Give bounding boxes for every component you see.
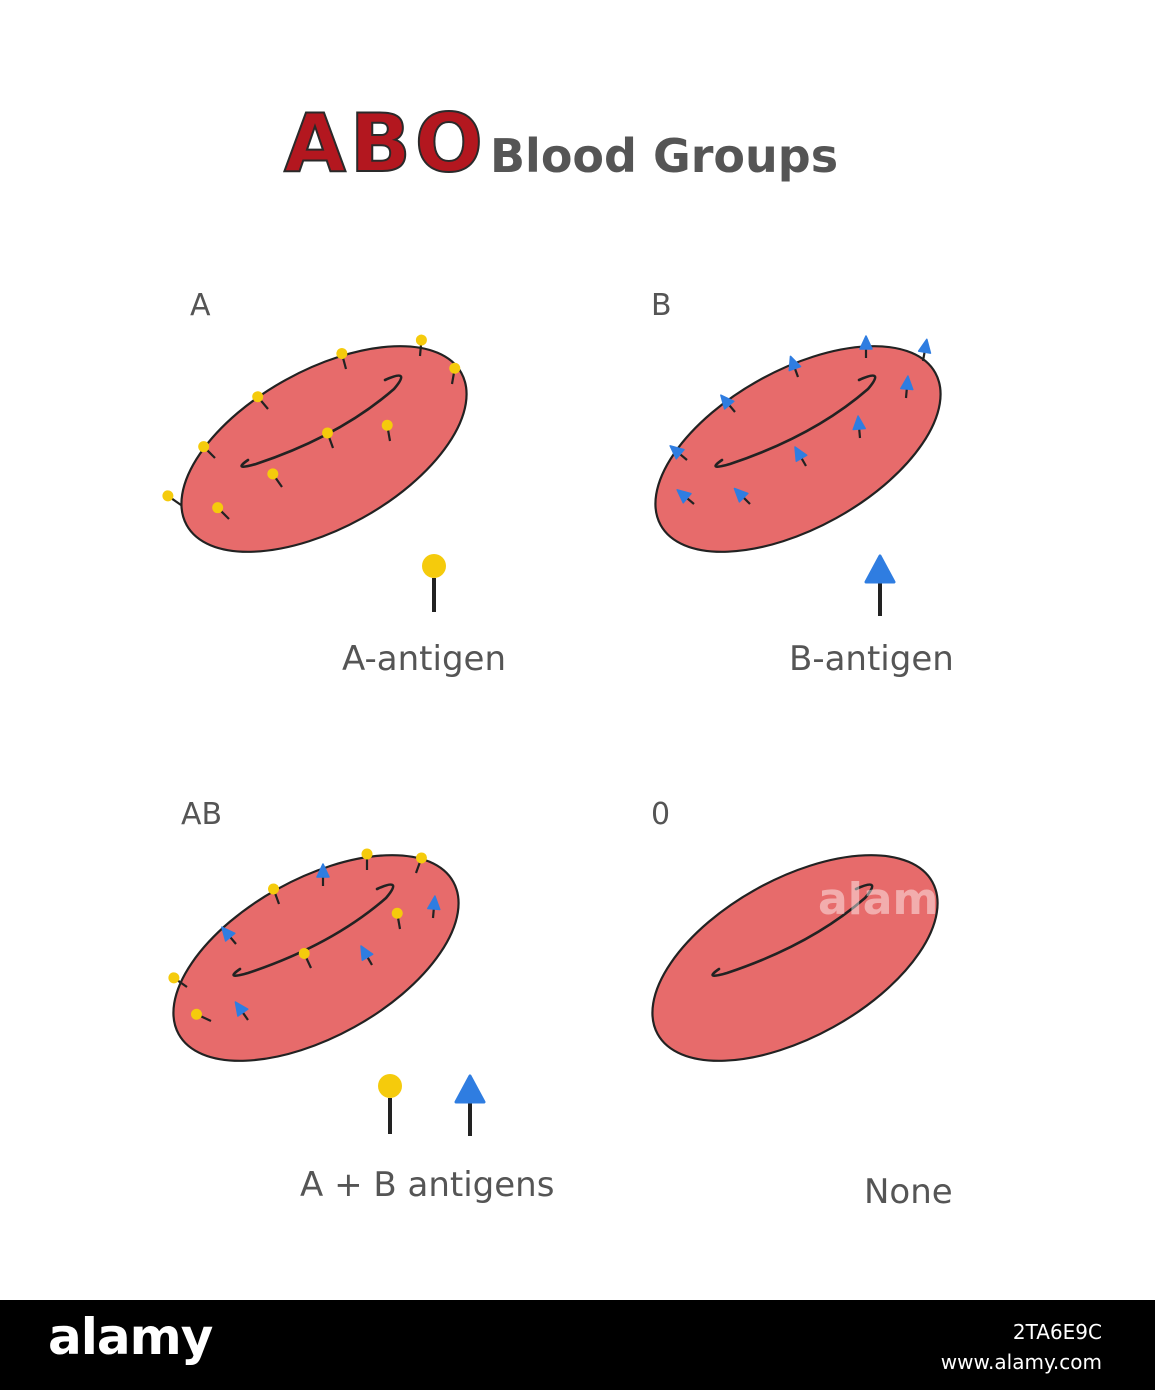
caption-b-antigen: B-antigen [789,639,954,679]
cell-group-a [159,333,468,553]
group-b-label: B [651,288,672,323]
footer-bar: alamy 2TA6E9C www.alamy.com [0,1300,1155,1390]
group-ab-label: AB [181,797,223,832]
cell-group-b [654,334,942,553]
legend-ab-a-antigen-icon [378,1074,402,1134]
watermark: alamy [818,874,967,925]
title-abo: ABO [283,97,487,190]
group-a-label: A [190,288,211,323]
blood-cells-diagram [159,333,942,1136]
caption-a-antigen: A-antigen [342,639,506,679]
cell-group-ab [165,847,460,1062]
footer-image-id: 2TA6E9C [1012,1320,1102,1344]
cell-group-0 [651,854,939,1062]
legend-b-antigen-icon [864,554,896,616]
group-0-label: 0 [651,797,671,832]
caption-none: None [864,1172,953,1212]
legend-a-antigen-icon [422,554,446,612]
footer-logo: alamy [48,1308,213,1366]
legend-ab-b-antigen-icon [454,1074,486,1136]
footer-url[interactable]: www.alamy.com [940,1350,1102,1374]
caption-ab-antigens: A + B antigens [300,1165,555,1205]
title-blood-groups: Blood Groups [490,129,839,183]
